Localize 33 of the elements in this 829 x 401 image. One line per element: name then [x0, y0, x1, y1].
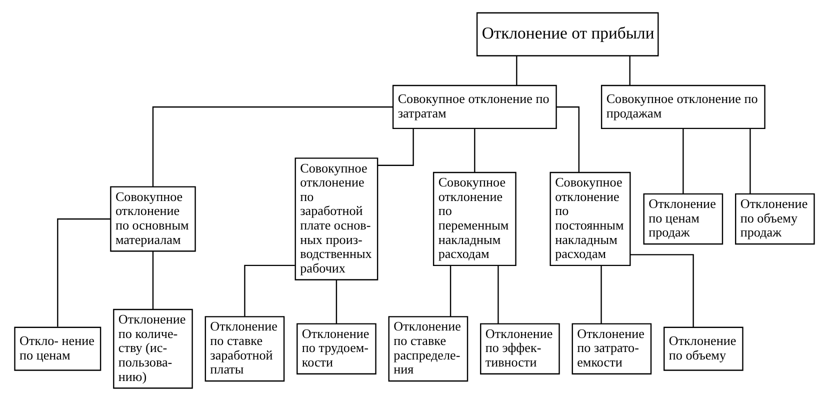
node-box: Совокупное отклонение по постоянным накладным расходам [550, 172, 631, 266]
connector [336, 280, 338, 324]
node-box: Совокупное отклонение по основным материалам [110, 186, 196, 252]
connector [630, 254, 694, 327]
connector [152, 106, 393, 187]
node-box: Совокупное отклонение по переменным накладным расходам [432, 172, 516, 266]
node-box: Откло- нение по ценам [14, 326, 102, 371]
node-box: Совокупное отклонение по заработной плате основ- ных произ- водственных рабочих [294, 158, 378, 280]
node-box: Отклонение по количе- ству (ис- пользова- нию) [113, 308, 193, 389]
node-box: Отклонение по ставке распределе- ния [388, 316, 468, 382]
node-box: Отклонение по эффек- тивности [480, 323, 560, 374]
connector [450, 265, 452, 316]
connector [682, 128, 684, 194]
node-box: Совокупное отклонение по продажам [600, 84, 766, 129]
node-box: Отклонение по объему [664, 326, 744, 371]
node-box: Отклонение по объему продаж [735, 193, 815, 245]
connector [244, 264, 295, 316]
connector [556, 106, 580, 172]
node-box: Совокупное отклонение по затратам [392, 84, 557, 129]
connector [474, 128, 476, 172]
connector [152, 251, 154, 310]
connector [498, 265, 499, 324]
connector [750, 128, 751, 194]
connector [378, 128, 414, 166]
connector [516, 56, 518, 86]
node-box: Отклонение по трудоем- кости [296, 323, 376, 374]
connector [600, 265, 602, 324]
connector [629, 56, 630, 86]
node-box: Отклонение по затрато- емкости [572, 323, 652, 374]
node-box: Отклонение по ставке заработной платы [204, 316, 285, 382]
node-box: Отклонение по ценам продаж [643, 193, 724, 245]
node-box: Отклонение от прибыли [476, 12, 659, 56]
connector [57, 218, 110, 327]
